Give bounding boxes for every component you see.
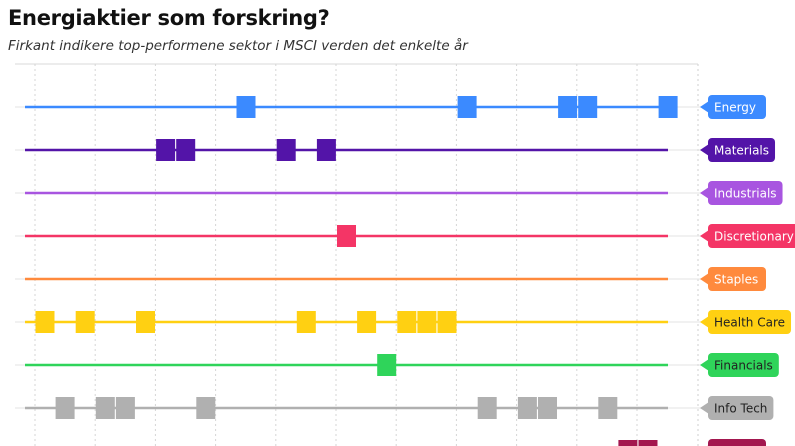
svg-text:Energy: Energy	[714, 101, 756, 115]
top-performer-marker	[618, 440, 638, 446]
legend-label-health-care: Health Care	[700, 310, 792, 334]
top-performer-marker	[115, 397, 135, 419]
svg-text:Materials: Materials	[714, 144, 769, 158]
svg-text:Staples: Staples	[714, 273, 758, 287]
svg-text:Info Tech: Info Tech	[714, 402, 767, 416]
top-performer-marker	[337, 225, 356, 247]
svg-text:Discretionary: Discretionary	[714, 230, 794, 244]
legend-label-staples: Staples	[700, 267, 766, 291]
legend-label-industrials: Industrials	[700, 181, 783, 205]
top-performer-marker	[578, 96, 598, 118]
top-performer-marker	[377, 354, 397, 376]
top-performer-marker	[236, 96, 256, 118]
top-performer-marker	[75, 311, 95, 333]
top-performer-marker	[437, 311, 457, 333]
top-performer-marker	[638, 440, 658, 446]
top-performer-marker	[538, 397, 557, 419]
top-performer-marker	[457, 96, 477, 118]
top-performer-marker	[95, 397, 115, 419]
svg-text:Industrials: Industrials	[714, 187, 777, 201]
top-performer-marker	[517, 397, 537, 419]
top-performer-marker	[417, 311, 437, 333]
top-performer-marker	[156, 139, 176, 161]
top-performer-marker	[35, 311, 55, 333]
chart-subtitle: Firkant indikere top-performene sektor i…	[8, 38, 468, 54]
chart-title: Energiaktier som forskring?	[8, 6, 330, 30]
grid	[15, 63, 699, 446]
legend-labels: EnergyMaterialsIndustrialsDiscretionaryS…	[700, 95, 795, 446]
legend-label-energy: Energy	[700, 95, 766, 119]
top-performer-marker	[397, 311, 417, 333]
top-performer-marker	[558, 96, 578, 118]
series-layer	[15, 96, 708, 446]
top-performer-marker	[176, 139, 196, 161]
top-performer-marker	[598, 397, 618, 419]
top-performer-marker	[276, 139, 296, 161]
svg-text:Financials: Financials	[714, 359, 773, 373]
legend-label-materials: Materials	[700, 138, 776, 162]
top-performer-marker	[196, 397, 216, 419]
top-performer-marker	[477, 397, 497, 419]
top-performer-marker	[55, 397, 75, 419]
legend-label-financials: Financials	[700, 353, 779, 377]
legend-label-info-tech: Info Tech	[700, 396, 774, 420]
top-performer-marker	[136, 311, 155, 333]
top-performer-marker	[296, 311, 316, 333]
top-performer-marker	[658, 96, 678, 118]
legend-label-cut-off	[707, 439, 766, 446]
svg-text:Health Care: Health Care	[714, 316, 785, 330]
legend-label-discretionary: Discretionary	[700, 224, 795, 248]
top-performer-marker	[316, 139, 336, 161]
top-performer-marker	[357, 311, 377, 333]
